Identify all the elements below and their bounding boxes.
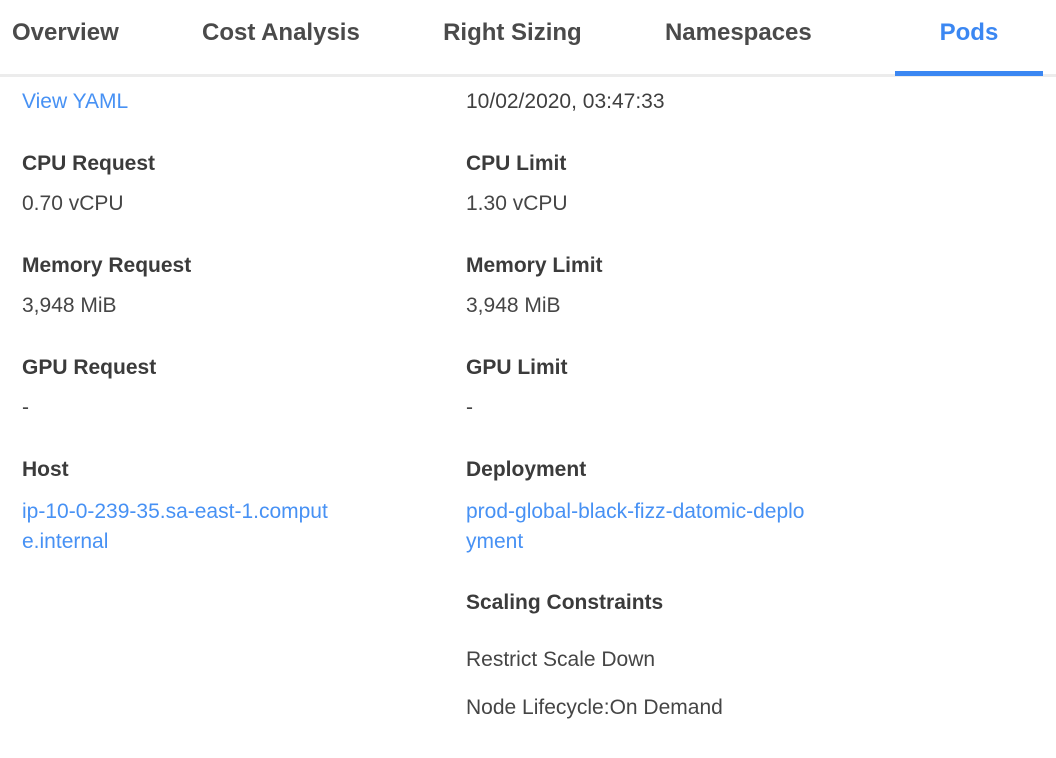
gpu-limit-value: -: [466, 396, 473, 419]
memory-limit-field: Memory Limit 3,948 MiB: [466, 253, 1056, 318]
host-field: Host ip-10-0-239-35.sa-east-1.compute.in…: [22, 457, 466, 557]
memory-request-label: Memory Request: [22, 254, 192, 277]
tab-overview[interactable]: Overview: [12, 19, 119, 46]
gpu-limit-field: GPU Limit -: [466, 355, 1056, 420]
view-yaml-link[interactable]: View YAML: [22, 90, 129, 113]
cpu-request-value: 0.70 vCPU: [22, 192, 124, 215]
tab-namespaces[interactable]: Namespaces: [664, 19, 812, 46]
scaling-constraints-label: Scaling Constraints: [466, 591, 664, 614]
deployment-label: Deployment: [466, 458, 587, 481]
gpu-request-field: GPU Request -: [22, 355, 466, 420]
host-label: Host: [22, 458, 69, 481]
detail-column-right: 10/02/2020, 03:47:33 CPU Limit 1.30 vCPU…: [466, 87, 1056, 757]
gpu-request-value: -: [22, 396, 29, 419]
tab-bar: Overview Cost Analysis Right Sizing Name…: [0, 0, 1056, 77]
scaling-constraints-field: Scaling Constraints Restrict Scale Down …: [466, 590, 1056, 720]
cpu-request-field: CPU Request 0.70 vCPU: [22, 151, 466, 216]
cpu-limit-value: 1.30 vCPU: [466, 192, 568, 215]
tab-pods[interactable]: Pods: [894, 0, 1043, 76]
tab-cost-analysis[interactable]: Cost Analysis: [201, 19, 360, 46]
gpu-request-label: GPU Request: [22, 356, 157, 379]
scaling-constraint-item: Restrict Scale Down: [466, 648, 656, 671]
scaling-constraint-item: Node Lifecycle:On Demand: [466, 696, 723, 719]
gpu-limit-label: GPU Limit: [466, 356, 568, 379]
detail-column-left: View YAML CPU Request 0.70 vCPU Memory R…: [22, 87, 466, 757]
deployment-link[interactable]: prod-global-black-fizz-datomic-deploymen…: [466, 500, 805, 553]
memory-limit-value: 3,948 MiB: [466, 294, 561, 317]
last-updated-timestamp: 10/02/2020, 03:47:33: [466, 90, 665, 113]
memory-request-value: 3,948 MiB: [22, 294, 117, 317]
host-link[interactable]: ip-10-0-239-35.sa-east-1.compute.interna…: [22, 500, 328, 553]
cpu-limit-field: CPU Limit 1.30 vCPU: [466, 151, 1056, 216]
cpu-request-label: CPU Request: [22, 152, 156, 175]
memory-limit-label: Memory Limit: [466, 254, 603, 277]
memory-request-field: Memory Request 3,948 MiB: [22, 253, 466, 318]
pod-detail-panel: View YAML CPU Request 0.70 vCPU Memory R…: [0, 77, 1056, 757]
tab-right-sizing[interactable]: Right Sizing: [443, 19, 582, 46]
deployment-field: Deployment prod-global-black-fizz-datomi…: [466, 457, 1056, 557]
cpu-limit-label: CPU Limit: [466, 152, 567, 175]
